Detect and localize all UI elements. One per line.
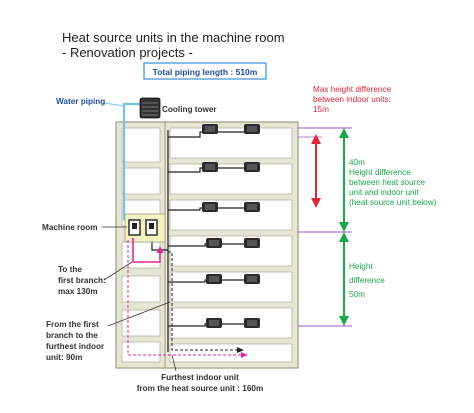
title-line-1: Heat source units in the machine room <box>62 30 285 45</box>
furthest-from-heat-leader <box>171 354 177 372</box>
green-lower-line-3: 50m <box>349 290 365 299</box>
cooling-tower-label: Cooling tower <box>162 105 217 114</box>
indoor-unit-icon <box>244 162 260 172</box>
machine-room <box>124 213 166 243</box>
lower-height-arrow <box>339 232 349 326</box>
furthest-from-branch-line-2: branch to the <box>46 331 98 340</box>
furthest-from-branch-line-1: From the first <box>46 320 99 329</box>
furthest-from-branch-line-4: unit: 90m <box>46 353 82 362</box>
heat-source-path <box>127 240 242 356</box>
furthest-from-heat-line-1: Furthest indoor unit <box>161 373 239 382</box>
indoor-unit-icon <box>244 124 260 134</box>
first-branch-leader <box>103 261 133 281</box>
heat-source-unit-icon <box>128 219 141 236</box>
badge-label: Total piping length : 510m <box>153 67 258 77</box>
indoor-unit-icon <box>206 238 222 248</box>
red-note-line-3: 15m <box>313 105 329 114</box>
first-branch-path <box>132 238 161 263</box>
water-pipe <box>122 102 140 220</box>
refrigerant-piping <box>151 130 250 352</box>
first-branch-line-1: To the <box>58 265 82 274</box>
indoor-unit-icon <box>202 162 218 172</box>
water-pipe-leader <box>103 102 125 107</box>
green-upper-line-4: unit and indoor unit <box>349 188 419 197</box>
green-upper-line-3: between heat source <box>349 178 425 187</box>
first-branch-line-2: first branch: <box>58 276 106 285</box>
indoor-unit-icon <box>206 274 222 284</box>
green-lower-line-2: difference <box>349 276 385 285</box>
furthest-unit-path <box>168 251 238 351</box>
heat-source-unit-icon <box>145 219 158 236</box>
indoor-unit-icon <box>244 318 260 328</box>
furthest-from-branch-line-3: furthest indoor <box>46 342 105 351</box>
indoor-height-arrow <box>311 134 321 208</box>
indoor-unit-icon <box>202 202 218 212</box>
red-note-line-1: Max height difference <box>313 85 392 94</box>
machine-room-label: Machine room <box>42 223 98 232</box>
green-upper-line-1: 40m <box>349 158 365 167</box>
cooling-tower-icon <box>139 97 161 119</box>
furthest-from-heat-line-2: from the heat source unit : 160m <box>137 384 263 393</box>
first-branch-line-3: max 130m <box>58 287 98 296</box>
upper-height-arrow <box>339 128 349 232</box>
red-note-line-2: between indoor units: <box>313 95 391 104</box>
total-piping-badge: Total piping length : 510m <box>143 62 267 80</box>
indoor-unit-icon <box>244 202 260 212</box>
indoor-unit-icon <box>202 124 218 134</box>
furthest-from-branch-leader <box>107 301 171 327</box>
green-upper-line-2: Height difference <box>349 168 411 177</box>
indoor-unit-icon <box>244 238 260 248</box>
first-branch-arrowhead <box>156 246 164 253</box>
indoor-units <box>202 124 260 328</box>
indoor-unit-icon <box>206 318 222 328</box>
water-piping-label: Water piping <box>56 97 105 106</box>
indoor-unit-icon <box>244 274 260 284</box>
heat-source-arrowhead <box>241 352 248 358</box>
green-upper-line-5: (heat source unit below) <box>349 198 437 207</box>
title-line-2: - Renovation projects - <box>62 45 193 60</box>
green-lower-line-1: Height <box>349 262 373 271</box>
furthest-unit-arrowhead <box>237 347 244 353</box>
